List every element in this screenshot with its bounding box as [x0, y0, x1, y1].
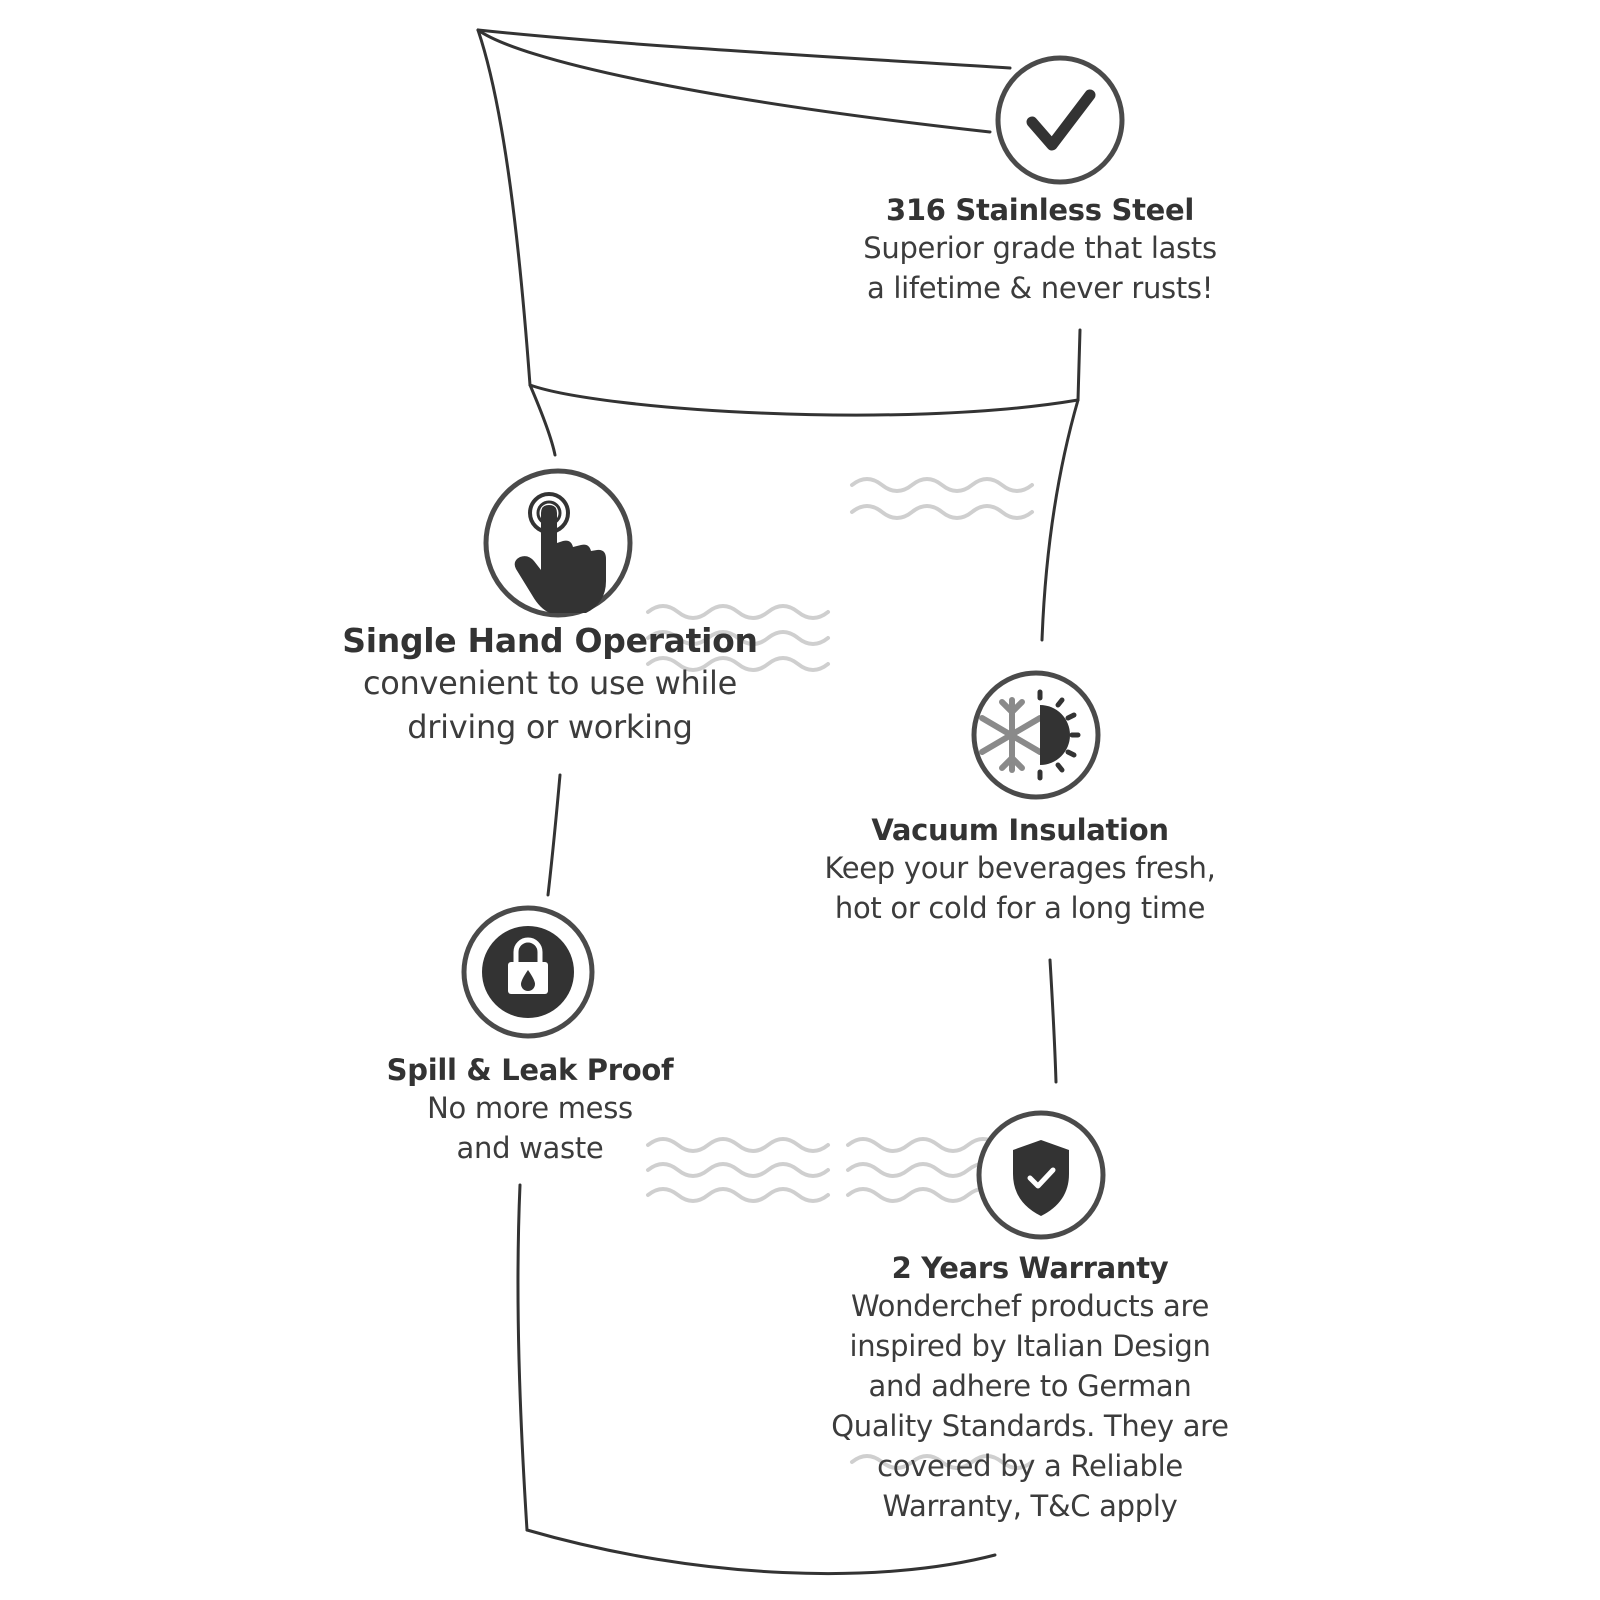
feature-spill-leak-proof: Spill & Leak Proof No more mess and wast…: [360, 1052, 700, 1168]
feature-text-line: and waste: [456, 1131, 604, 1166]
feature-text-line: hot or cold for a long time: [834, 891, 1206, 926]
feature-text-line: Warranty, T&C apply: [882, 1489, 1178, 1524]
body-right-upper: [1040, 398, 1080, 642]
feature-text-line: No more mess: [427, 1091, 633, 1126]
feature-text-line: Wonderchef products are: [850, 1289, 1210, 1324]
lid-left-side: [476, 28, 532, 387]
lid-lower-edge: [476, 28, 992, 134]
body-right-mid: [1048, 958, 1058, 1084]
feature-text-line: covered by a Reliable: [877, 1449, 1183, 1484]
feature-single-hand: Single Hand Operation convenient to use …: [330, 620, 770, 749]
lid-top-edge: [476, 28, 1012, 70]
feature-text-line: convenient to use while: [362, 664, 738, 703]
lock-drop-icon: [461, 905, 595, 1039]
feature-title: 2 Years Warranty: [891, 1251, 1169, 1285]
tumbler-outline: [476, 28, 1082, 1576]
feature-text-line: a lifetime & never rusts!: [866, 271, 1214, 306]
feature-title: Single Hand Operation: [342, 621, 758, 660]
feature-text-line: Keep your beverages fresh,: [824, 851, 1216, 886]
hot-cold-icon: [971, 670, 1101, 800]
feature-text-line: and adhere to German: [868, 1369, 1192, 1404]
feature-text-line: inspired by Italian Design: [849, 1329, 1211, 1364]
checkmark-icon: [995, 55, 1125, 185]
feature-vacuum-insulation: Vacuum Insulation Keep your beverages fr…: [800, 812, 1240, 928]
feature-title: 316 Stainless Steel: [885, 193, 1195, 227]
feature-title: Spill & Leak Proof: [386, 1053, 674, 1087]
tap-hand-icon: [483, 468, 633, 618]
feature-text-line: Quality Standards. They are: [831, 1409, 1229, 1444]
lid-band: [528, 383, 1080, 417]
body-left-mid: [546, 773, 562, 897]
feature-title: Vacuum Insulation: [871, 813, 1169, 847]
body-left-lower: [516, 1183, 529, 1532]
feature-warranty: 2 Years Warranty Wonderchef products are…: [810, 1250, 1250, 1526]
feature-text-line: Superior grade that lasts: [863, 231, 1217, 266]
body-left-upper: [528, 383, 557, 457]
shield-check-icon: [976, 1110, 1106, 1240]
feature-text-line: driving or working: [407, 708, 693, 747]
base-curve: [525, 1528, 997, 1576]
lid-right-side: [1076, 328, 1082, 402]
feature-stainless-steel: 316 Stainless Steel Superior grade that …: [840, 192, 1240, 308]
